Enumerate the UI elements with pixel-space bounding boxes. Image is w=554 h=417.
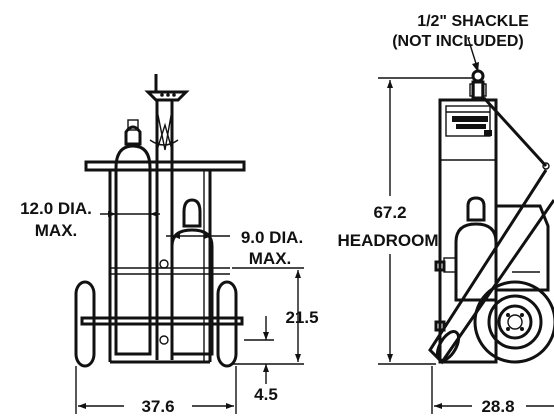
front-right-wheel (216, 280, 238, 368)
front-frame (80, 100, 246, 364)
side-wheel (473, 280, 554, 364)
dia12-label-line2: MAX. (35, 221, 78, 240)
shackle-label-line2: (NOT INCLUDED) (392, 33, 524, 50)
dim-21-5-label: 21.5 (285, 308, 318, 327)
side-view (428, 69, 554, 365)
large-cylinder (114, 119, 152, 356)
front-view (74, 74, 246, 368)
side-cylinder (454, 196, 498, 302)
side-handle-arm (428, 96, 554, 365)
front-handle (144, 74, 190, 102)
side-rear-cylinder (496, 204, 550, 292)
height-67-label-line2: HEADROOM (337, 231, 438, 250)
dia12-label-line1: 12.0 DIA. (20, 199, 92, 218)
dia9-label-line2: MAX. (249, 249, 292, 268)
dim-4-5-label: 4.5 (254, 385, 278, 404)
side-dimensions (378, 37, 554, 414)
dia9-label-line1: 9.0 DIA. (241, 228, 303, 247)
front-left-wheel (74, 280, 96, 368)
height-67-label-line1: 67.2 (373, 203, 406, 222)
front-dimensions (75, 211, 304, 414)
side-frame (434, 98, 498, 364)
width-37-6-label: 37.6 (141, 397, 174, 416)
small-cylinder (170, 198, 214, 356)
width-28-8-label: 28.8 (481, 397, 514, 416)
dimension-labels: 1/2" SHACKLE (NOT INCLUDED) 12.0 DIA. MA… (20, 13, 529, 416)
shackle (469, 69, 487, 100)
shackle-label-line1: 1/2" SHACKLE (417, 13, 529, 30)
